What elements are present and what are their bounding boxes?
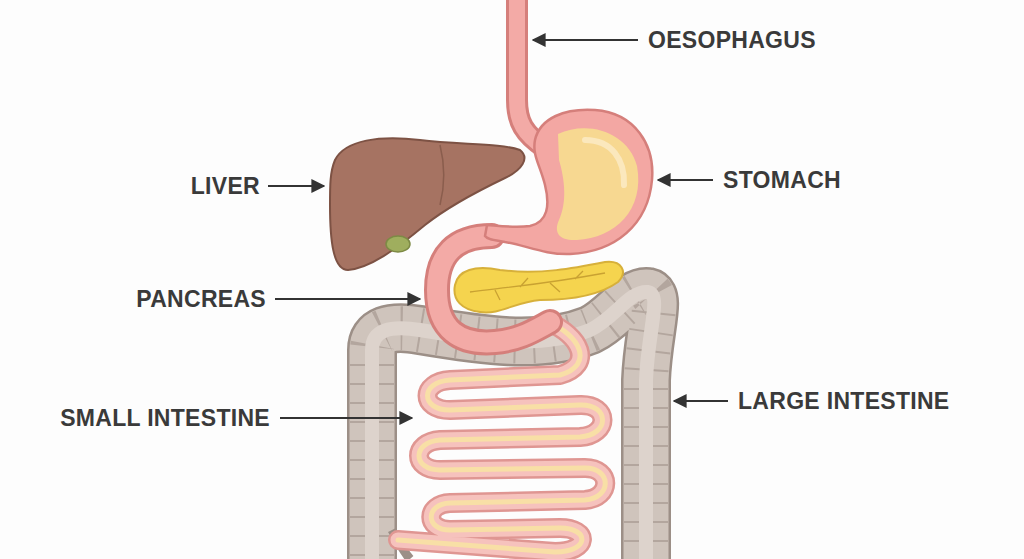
organ-label: OESOPHAGUS — [648, 26, 816, 54]
small-intestine — [398, 322, 605, 552]
stomach-highlight — [585, 140, 624, 185]
liver — [330, 138, 524, 270]
leader-arrow — [674, 400, 728, 402]
liver-fissure — [440, 145, 444, 205]
pancreas — [454, 262, 622, 313]
leader-arrow — [533, 39, 638, 41]
gallbladder — [386, 236, 410, 252]
liver-body — [330, 138, 524, 270]
stomach-wall — [485, 110, 652, 254]
small-intestine-lining — [398, 322, 605, 552]
organ-label: LIVER — [191, 172, 260, 200]
organ-label: PANCREAS — [136, 285, 266, 313]
stomach — [485, 110, 652, 254]
organ-label: LARGE INTESTINE — [738, 387, 950, 415]
leader-arrow — [658, 179, 713, 181]
organ-label: STOMACH — [723, 166, 841, 194]
small-intestine-fill — [398, 322, 605, 552]
pancreas-body — [454, 262, 622, 313]
organ-label: SMALL INTESTINE — [60, 404, 270, 432]
leader-arrows — [268, 40, 728, 418]
stomach-lining — [557, 128, 638, 240]
leader-arrow — [275, 298, 420, 300]
leader-arrow — [280, 417, 412, 419]
pancreatic-duct — [470, 271, 605, 300]
leader-arrow — [268, 185, 324, 187]
small-intestine-outline — [398, 322, 605, 552]
